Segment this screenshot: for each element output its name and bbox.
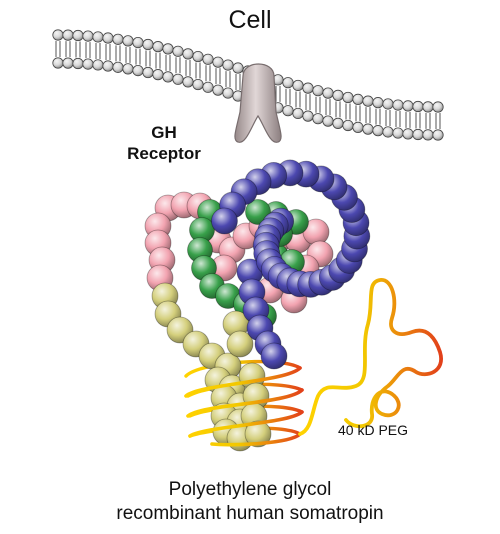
blue-helix [211, 159, 371, 370]
lipid-head [362, 95, 374, 107]
cell-membrane [52, 29, 444, 141]
lipid-head [322, 87, 334, 99]
lipid-head [312, 85, 324, 97]
lipid-head [392, 99, 404, 111]
lipid-head [122, 35, 134, 47]
lipid-head [382, 126, 394, 138]
gh-receptor-label: GH Receptor [100, 122, 228, 164]
yellow-helix-bead [244, 420, 272, 448]
lipid-head [202, 53, 214, 65]
lipid-head [372, 125, 384, 137]
peg-chain-front [184, 278, 443, 447]
yellow-helix-bead [226, 330, 254, 358]
lipid-head [332, 89, 344, 101]
lipid-head [332, 117, 344, 129]
lipid-head [142, 38, 154, 51]
receptor-label-line2: Receptor [127, 144, 201, 163]
lipid-head [172, 73, 184, 85]
lipid-head [292, 79, 304, 92]
lipid-head [432, 129, 444, 141]
caption-line2: recombinant human somatropin [116, 503, 384, 524]
receptor-protein [234, 63, 282, 143]
lipid-head [132, 64, 144, 77]
lipid-head [302, 82, 314, 94]
lipid-head [192, 50, 204, 63]
lipid-head [352, 121, 364, 134]
lipid-head [342, 119, 354, 132]
lipid-head [372, 97, 384, 109]
lipid-head [402, 128, 414, 140]
lipid-head [192, 78, 204, 91]
lipid-head [92, 59, 104, 71]
lipid-head [202, 81, 214, 93]
lipid-head [172, 45, 184, 57]
lipid-head [412, 128, 424, 141]
lipid-head [52, 57, 64, 69]
blue-helix-bead [260, 342, 288, 370]
lipid-head [402, 100, 414, 112]
peg-strand [298, 278, 443, 436]
diagram-caption: Polyethylene glycol recombinant human so… [0, 478, 500, 526]
green-helix-bead [245, 199, 271, 225]
lipid-head [152, 41, 164, 53]
lipid-head [112, 61, 124, 73]
lipid-head [142, 66, 154, 79]
lipid-head [412, 100, 424, 113]
lipid-head [82, 58, 94, 70]
lipid-head [222, 59, 234, 71]
lipid-head [222, 87, 234, 99]
caption-line1: Polyethylene glycol [168, 479, 332, 500]
lipid-head [182, 48, 194, 60]
gh-receptor [234, 63, 282, 143]
peg-strand [184, 366, 304, 447]
lipid-head [132, 36, 144, 49]
lipid-head [322, 115, 334, 127]
lipid-head [432, 101, 444, 113]
lipid-head [182, 76, 194, 88]
lipid-head [282, 105, 294, 117]
lipid-head [102, 60, 114, 72]
lipid-head [152, 69, 164, 81]
lipid-head [62, 57, 74, 69]
lipid-head [212, 84, 224, 96]
lipid-head [162, 71, 174, 83]
lipid-head [302, 110, 314, 122]
lipid-head [122, 63, 134, 75]
lipid-head [232, 62, 244, 74]
lipid-head [312, 113, 324, 125]
lipid-head [352, 93, 364, 106]
lipid-head [342, 91, 354, 104]
lipid-head [212, 56, 224, 68]
lipid-head [392, 127, 404, 139]
lipid-head [422, 101, 434, 113]
peg-label: 40 kD PEG [338, 422, 409, 438]
cell-label: Cell [228, 6, 272, 34]
lipid-head [72, 57, 84, 70]
lipid-head [282, 77, 294, 89]
lipid-head [162, 43, 174, 55]
lipid-head [422, 129, 434, 141]
lipid-head [292, 107, 304, 120]
receptor-label-line1: GH [151, 123, 177, 142]
lipid-head [362, 123, 374, 135]
lipid-head [112, 33, 124, 45]
lipid-head [382, 98, 394, 110]
blue-helix-bead [211, 207, 238, 235]
